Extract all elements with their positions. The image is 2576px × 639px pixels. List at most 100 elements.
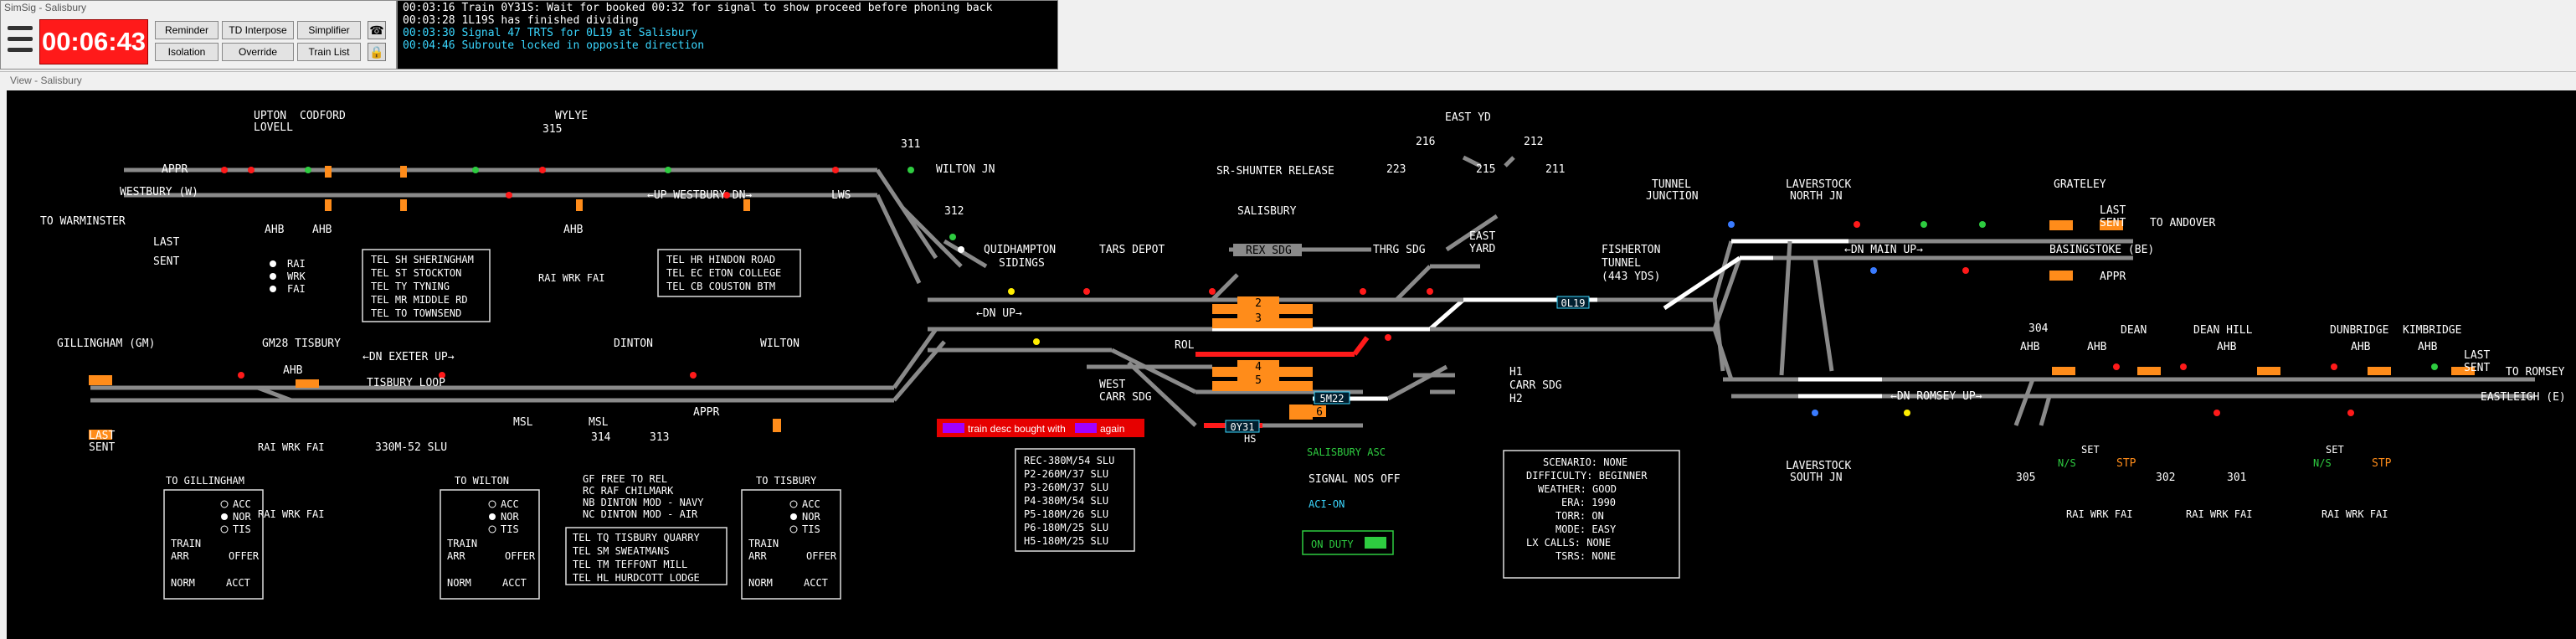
- signal[interactable]: [832, 167, 839, 173]
- signal[interactable]: [1083, 288, 1090, 295]
- signal[interactable]: [1920, 221, 1927, 228]
- override-button[interactable]: Override: [222, 43, 294, 61]
- signal[interactable]: [2214, 410, 2220, 416]
- signal[interactable]: [1209, 288, 1216, 295]
- signal[interactable]: [221, 167, 228, 173]
- berth[interactable]: [1237, 360, 1279, 372]
- berth[interactable]: [1237, 312, 1279, 323]
- track-segment[interactable]: [892, 327, 938, 389]
- train-berth[interactable]: [1556, 296, 1590, 309]
- simplifier-button[interactable]: Simplifier: [297, 21, 361, 39]
- message-log[interactable]: 00:03:16 Train 0Y31S: Wait for booked 00…: [397, 0, 1058, 70]
- berth[interactable]: [1237, 296, 1279, 308]
- platform: [2257, 367, 2280, 375]
- track-segment[interactable]: [1812, 257, 1834, 372]
- signal[interactable]: [1904, 410, 1910, 416]
- track-segment[interactable]: [1445, 214, 1499, 252]
- train-berth[interactable]: [1225, 420, 1260, 433]
- place-label: JUNCTION: [1646, 190, 1699, 203]
- signal[interactable]: [1979, 221, 1986, 228]
- signal[interactable]: [1008, 288, 1015, 295]
- signal[interactable]: [2347, 410, 2354, 416]
- tel-box-3-lines: TEL TQ TISBURY QUARRY TEL SM SWEATMANS T…: [573, 532, 700, 584]
- signal[interactable]: [2113, 363, 2120, 370]
- platform: [400, 166, 407, 178]
- train-list-button[interactable]: Train List: [297, 43, 361, 61]
- track-segment[interactable]: [1779, 240, 1792, 376]
- svg-text:MODE: EASY: MODE: EASY: [1555, 523, 1617, 535]
- signal[interactable]: [1360, 288, 1366, 295]
- signal[interactable]: [472, 167, 479, 173]
- signal[interactable]: [1385, 334, 1391, 341]
- signal[interactable]: [539, 167, 546, 173]
- td-interpose-button[interactable]: TD Interpose: [222, 21, 294, 39]
- signal[interactable]: [1812, 410, 1818, 416]
- signal[interactable]: [690, 372, 697, 379]
- reminder-button[interactable]: Reminder: [155, 21, 219, 39]
- to-gillingham-panel[interactable]: TO GILLINGHAM ACC NOR TIS TRAIN ARR OFFE…: [163, 475, 264, 600]
- track-segment[interactable]: [1127, 361, 1197, 427]
- signal[interactable]: [958, 246, 964, 253]
- signal[interactable]: [1962, 267, 1969, 274]
- signal[interactable]: [439, 372, 445, 379]
- signal[interactable]: [248, 167, 255, 173]
- train-berth[interactable]: [1314, 391, 1350, 405]
- siding-label-box: [1233, 244, 1302, 256]
- tel-line: TEL HR HINDON ROAD: [666, 254, 775, 265]
- signal[interactable]: [1033, 338, 1040, 345]
- signal[interactable]: [2331, 363, 2337, 370]
- route-set[interactable]: [1663, 255, 1741, 311]
- signal[interactable]: [1854, 221, 1860, 228]
- track-segment[interactable]: [2013, 379, 2035, 426]
- berth[interactable]: [1237, 374, 1279, 385]
- track-segment[interactable]: [257, 385, 292, 403]
- place-label: NORTH JN: [1790, 190, 1843, 203]
- signal[interactable]: [305, 167, 311, 173]
- track-segment[interactable]: [1462, 155, 1482, 168]
- track-segment[interactable]: [1712, 299, 1725, 372]
- berth[interactable]: [1313, 405, 1326, 417]
- lock-icon[interactable]: 🔒: [368, 43, 386, 61]
- signal[interactable]: [949, 234, 956, 240]
- signal[interactable]: [723, 192, 730, 198]
- track-segment[interactable]: [875, 193, 922, 285]
- menu-icon[interactable]: [4, 19, 36, 63]
- track-segment[interactable]: [1712, 257, 1742, 330]
- rai-label: RAI WRK FAI: [538, 272, 604, 284]
- to-wilton-panel[interactable]: TO WILTON ACC NOR TIS TRAIN ARR OFFER NO…: [440, 475, 540, 600]
- svg-text:ACC: ACC: [501, 498, 519, 510]
- signal[interactable]: [2180, 363, 2187, 370]
- track-diagram[interactable]: 2 3 4 5 6 0L19 5M22 0Y31 HS UPTON LOVELL…: [7, 90, 2576, 639]
- to-tisbury-panel[interactable]: TO TISBURY ACC NOR TIS TRAIN ARR OFFER N…: [741, 475, 841, 600]
- track-segment[interactable]: [2039, 395, 2052, 426]
- phone-icon[interactable]: ☎: [368, 21, 386, 39]
- isolation-button[interactable]: Isolation: [155, 43, 219, 61]
- signal[interactable]: [2431, 363, 2438, 370]
- clock[interactable]: 00:06:43: [39, 19, 148, 64]
- place-label: CODFORD: [300, 110, 346, 122]
- track-segment[interactable]: [1395, 265, 1432, 301]
- signal[interactable]: [665, 167, 671, 173]
- signal[interactable]: [1728, 221, 1735, 228]
- route-set[interactable]: [1428, 298, 1465, 331]
- place-label: 312: [944, 205, 964, 218]
- track-occupied[interactable]: [1352, 336, 1370, 356]
- track-segment[interactable]: [1110, 348, 1197, 394]
- place-label: 301: [2227, 472, 2246, 484]
- tel-line: TEL CB COUSTON BTM: [666, 281, 775, 292]
- signal[interactable]: [908, 167, 914, 173]
- platform: [2049, 220, 2073, 230]
- signal[interactable]: [1870, 267, 1877, 274]
- track-segment[interactable]: [943, 239, 988, 269]
- track-segment[interactable]: [1504, 156, 1515, 167]
- signals[interactable]: [221, 167, 2438, 416]
- svg-text:TO GILLINGHAM: TO GILLINGHAM: [166, 475, 244, 487]
- track-segment[interactable]: [1211, 273, 1239, 301]
- track-segment[interactable]: [901, 206, 963, 268]
- track-segment[interactable]: [1386, 364, 1448, 401]
- signal[interactable]: [1427, 288, 1433, 295]
- signal[interactable]: [238, 372, 244, 379]
- signal[interactable]: [506, 192, 512, 198]
- signalling-board[interactable]: 2 3 4 5 6 0L19 5M22 0Y31 HS UPTON LOVELL…: [7, 90, 2576, 639]
- on-duty-box[interactable]: [1302, 530, 1394, 555]
